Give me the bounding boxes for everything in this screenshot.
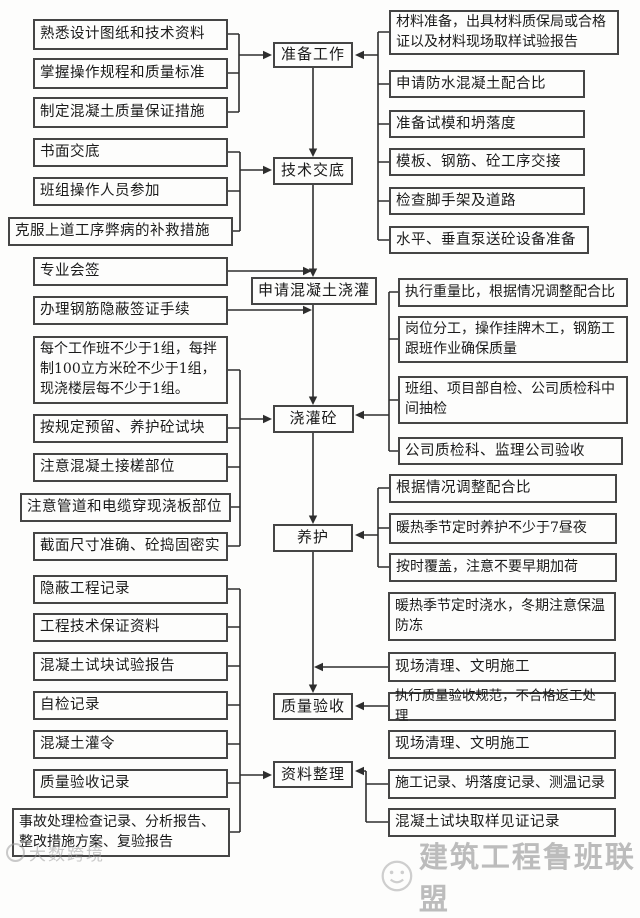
step-apply-concrete-pouring: 申请混凝土浇灌 xyxy=(251,277,377,305)
step-pour-concrete: 浇灌砼 xyxy=(273,405,354,433)
detail-box: 班组、项目部自检、公司质检科中间抽检 xyxy=(398,376,628,424)
task-box: 掌握操作规程和质量标准 xyxy=(33,58,228,89)
task-box: 克服上道工序弊病的补救措施 xyxy=(8,217,233,246)
task-box: 办理钢筋隐蔽签证手续 xyxy=(33,296,228,325)
detail-box: 材料准备，出具材料质保局或合格证以及材料现场取样试验报告 xyxy=(389,10,619,55)
step-quality-acceptance: 质量验收 xyxy=(273,693,353,720)
task-box: 工程技术保证资料 xyxy=(33,613,228,642)
detail-box: 水平、垂直泵送砼设备准备 xyxy=(389,226,589,254)
detail-box: 检查脚手架及道路 xyxy=(389,187,585,215)
bracket-left-group-a xyxy=(228,33,263,113)
task-box: 混凝土试块试验报告 xyxy=(33,652,228,681)
bracket-left-group-c xyxy=(228,369,263,547)
task-box: 事故处理检查记录、分析报告、整改措施方案、复验报告 xyxy=(12,808,230,857)
bracket-left-group-b xyxy=(228,151,263,232)
step-preparation-work: 准备工作 xyxy=(273,42,353,68)
task-box: 专业会签 xyxy=(33,257,228,286)
detail-box: 模板、钢筋、砼工序交接 xyxy=(389,148,585,176)
detail-box: 根据情况调整配合比 xyxy=(389,474,617,503)
bracket-right-group-a xyxy=(363,31,389,241)
task-box: 自检记录 xyxy=(33,691,228,720)
detail-box: 暖热季节定时养护不少于7昼夜 xyxy=(389,513,617,544)
task-box: 书面交底 xyxy=(33,138,228,167)
detail-box: 申请防水混凝土配合比 xyxy=(389,70,585,98)
detail-box: 现场清理、文明施工 xyxy=(388,730,616,759)
task-box: 混凝土灌令 xyxy=(33,730,228,759)
task-box: 每个工作班不少于1组，每拌制100立方米砼不少于1组，现浇楼层每不少于1组。 xyxy=(33,336,228,404)
flowchart-canvas: { "flowchart": { "steps": [ {"label": "准… xyxy=(6,10,634,916)
task-box: 隐蔽工程记录 xyxy=(33,575,228,604)
task-box: 注意管道和电缆穿现浇板部位 xyxy=(20,493,231,522)
step-data-organization: 资料整理 xyxy=(273,761,353,788)
detail-box: 现场清理、文明施工 xyxy=(388,652,616,682)
detail-box: 暖热季节定时浇水，冬期注意保温防冻 xyxy=(388,592,616,641)
detail-box: 执行重量比，根据情况调整配合比 xyxy=(398,278,628,307)
detail-box: 施工记录、坍落度记录、测温记录 xyxy=(388,769,616,799)
detail-box: 岗位分工，操作挂牌木工，钢筋工跟班作业确保质量 xyxy=(398,316,628,363)
flow-connector-lines xyxy=(228,31,398,833)
bracket-right-group-d xyxy=(363,770,388,823)
step-curing: 养护 xyxy=(273,524,353,552)
task-box: 截面尺寸准确、砼捣固密实 xyxy=(33,532,228,561)
detail-box: 准备试模和坍落度 xyxy=(389,110,585,138)
detail-box: 执行质量验收规范，不合格返工处理 xyxy=(388,689,616,724)
task-box: 注意混凝土接槎部位 xyxy=(33,453,228,482)
detail-box: 按时覆盖，注意不要早期加荷 xyxy=(389,553,617,582)
detail-box: 混凝土试块取样见证记录 xyxy=(388,808,616,837)
detail-box: 公司质检科、监理公司验收 xyxy=(398,437,623,465)
task-box: 制定混凝土质量保证措施 xyxy=(33,97,228,128)
bracket-right-group-c xyxy=(363,487,389,568)
task-box: 按规定预留、养护砼试块 xyxy=(33,414,228,443)
step-technical-disclosure: 技术交底 xyxy=(273,157,353,185)
bracket-left-group-d xyxy=(228,588,263,833)
arrow-heads xyxy=(263,50,364,780)
bracket-right-group-b xyxy=(364,291,398,452)
task-box: 班组操作人员参加 xyxy=(33,177,228,206)
task-box: 质量验收记录 xyxy=(33,769,228,798)
task-box: 熟悉设计图纸和技术资料 xyxy=(33,19,228,50)
